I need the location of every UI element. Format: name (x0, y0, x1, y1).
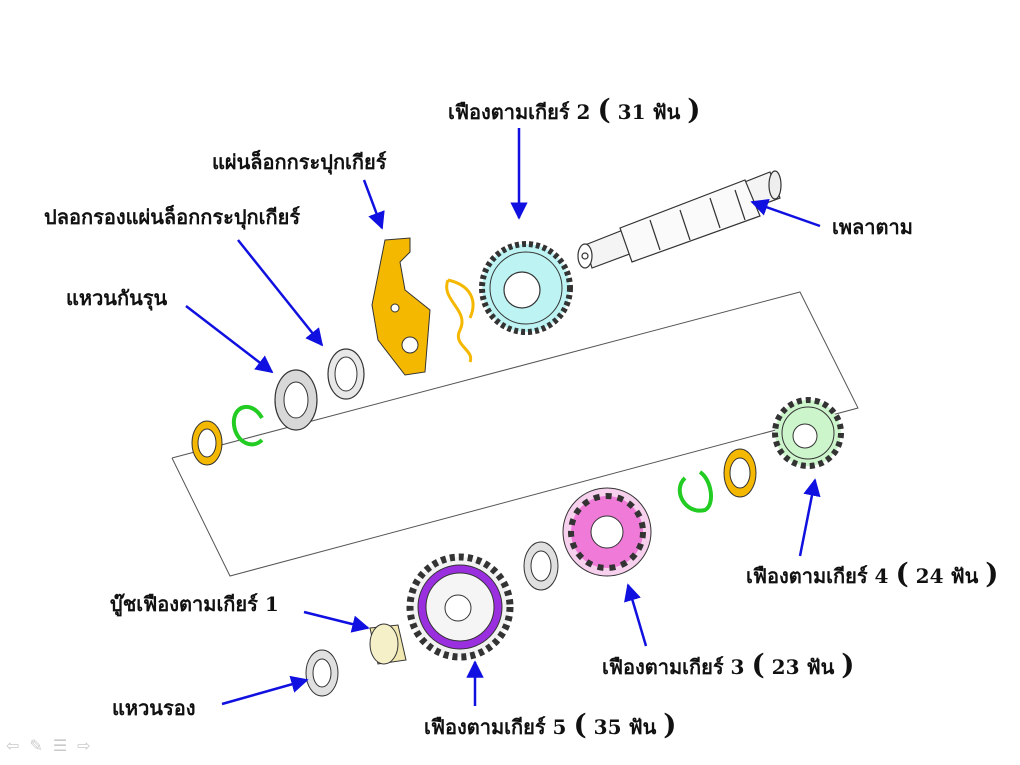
pen-icon[interactable]: ✎ (29, 736, 43, 755)
assembly-outline (171, 291, 859, 577)
arrow-gear4 (798, 478, 821, 557)
washer-bottom (305, 649, 339, 697)
arrow-collar (237, 239, 324, 347)
gear-4 (772, 397, 844, 469)
arrow-bush (303, 610, 370, 633)
label-thrust-washer: แหวนกันรุน (66, 286, 168, 310)
next-icon[interactable]: ⇨ (77, 736, 91, 755)
label-gear5: เฟืองตามเกียร์ 5 ( 35 ฟัน ) (424, 708, 677, 741)
gear-3 (562, 487, 652, 577)
countershaft (577, 170, 782, 269)
arrow-thrust-washer (185, 305, 274, 374)
label-shaft: เพลาตาม (832, 215, 913, 239)
prev-icon[interactable]: ⇦ (6, 736, 20, 755)
arrow-shaft (750, 198, 821, 228)
label-gear3: เฟืองตามเกียร์ 3 ( 23 ฟัน ) (602, 648, 855, 681)
circlip-right (677, 470, 713, 513)
arrow-lock-plate (362, 179, 385, 230)
thrust-washer-middle (523, 541, 559, 591)
label-bush: บู๊ชเฟืองตามเกียร์ 1 (110, 592, 279, 616)
label-lock-plate-collar: ปลอกรองแผ่นล็อกกระปุกเกียร์ (44, 205, 301, 229)
label-washer: แหวนรอง (112, 696, 196, 720)
slideshow-nav: ⇦ ✎ ☰ ⇨ (6, 736, 91, 755)
callout-arrows (185, 128, 821, 706)
shift-drum-lock-plate (371, 237, 431, 376)
gear-5 (406, 553, 514, 661)
detent-spring (445, 278, 475, 363)
gear-1-bush (369, 623, 407, 665)
label-gear2: เฟืองตามเกียร์ 2 ( 31 ฟัน ) (448, 93, 701, 126)
label-lock-plate: แผ่นล็อกกระปุกเกียร์ (212, 150, 387, 174)
splined-washer-right (723, 448, 757, 498)
circlip-left (231, 405, 264, 447)
thrust-washer (274, 369, 318, 431)
menu-icon[interactable]: ☰ (52, 736, 68, 755)
splined-washer-left (191, 420, 223, 466)
arrow-washer (221, 675, 309, 706)
gear-2 (479, 241, 573, 335)
label-gear4: เฟืองตามเกียร์ 4 ( 24 ฟัน ) (746, 557, 999, 590)
lock-plate-collar (327, 348, 365, 400)
arrow-gear3 (624, 583, 648, 647)
